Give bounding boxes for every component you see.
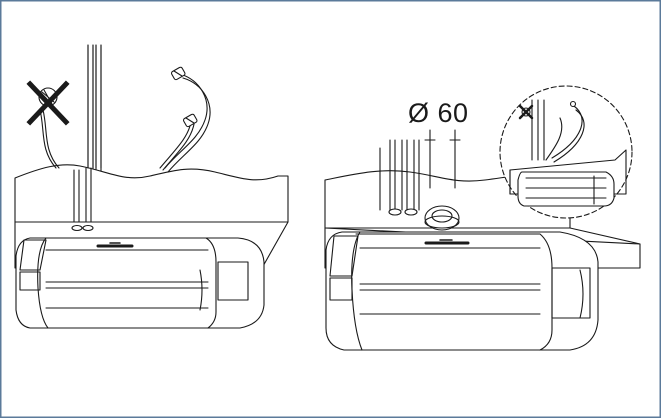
left-cabinet-wall bbox=[14, 164, 289, 223]
right-pipes bbox=[379, 139, 420, 211]
left-heater-unit bbox=[15, 237, 265, 329]
zoom-detail-circle-icon bbox=[499, 85, 633, 219]
right-heater-unit bbox=[325, 231, 599, 351]
hose-fitting-bottom bbox=[182, 113, 198, 128]
right-panel bbox=[324, 85, 641, 351]
hose-fitting-top bbox=[170, 66, 186, 81]
ring-gasket-icon bbox=[424, 205, 460, 231]
prohibited-x-icon bbox=[26, 80, 70, 126]
dimension-lines bbox=[424, 129, 461, 189]
left-panel bbox=[14, 44, 289, 329]
dimension-label: Ø 60 bbox=[408, 98, 469, 128]
